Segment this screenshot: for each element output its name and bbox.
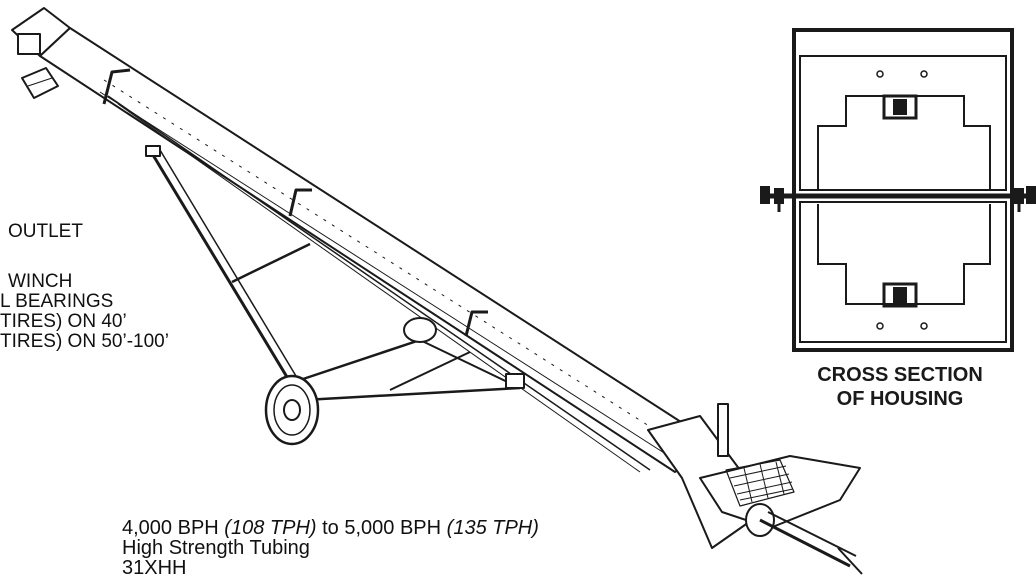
tubing-spec: High Strength Tubing [122,537,310,559]
label-outlet: OUTLET [8,221,83,242]
cross-section-caption-line2: OF HOUSING [836,388,964,410]
label-tires-50-100: TIRES) ON 50’-100’ [0,331,169,352]
capacity-tph-high: (135 TPH) [446,517,539,539]
right-bolt [1014,186,1036,212]
wheel [264,374,320,446]
intake-hopper [647,403,863,575]
model-spec: 31XHH [122,557,187,579]
capacity-bph-high: 5,000 BPH [344,517,442,539]
label-bearings: L BEARINGS [0,291,114,312]
undercarriage [145,145,525,402]
label-winch: WINCH [8,271,73,292]
label-tires-40: TIRES) ON 40’ [0,311,127,332]
lower-channel-profile [817,204,991,305]
cross-section-caption-line1: CROSS SECTION [817,364,983,386]
tube-clamps [102,68,488,337]
capacity-bph-low: 4,000 BPH [122,517,219,539]
auger-illustration [11,7,863,575]
upper-bracket [882,94,918,120]
auger-tube [39,27,713,473]
capacity-tph-low: (108 TPH) [224,517,317,539]
capacity-to: to [322,517,339,539]
cross-section-housing [760,28,1036,352]
left-bolt [760,186,784,212]
capacity-spec: 4,000 BPH (108 TPH) to 5,000 BPH (135 TP… [122,518,539,538]
lower-bracket [882,282,918,308]
